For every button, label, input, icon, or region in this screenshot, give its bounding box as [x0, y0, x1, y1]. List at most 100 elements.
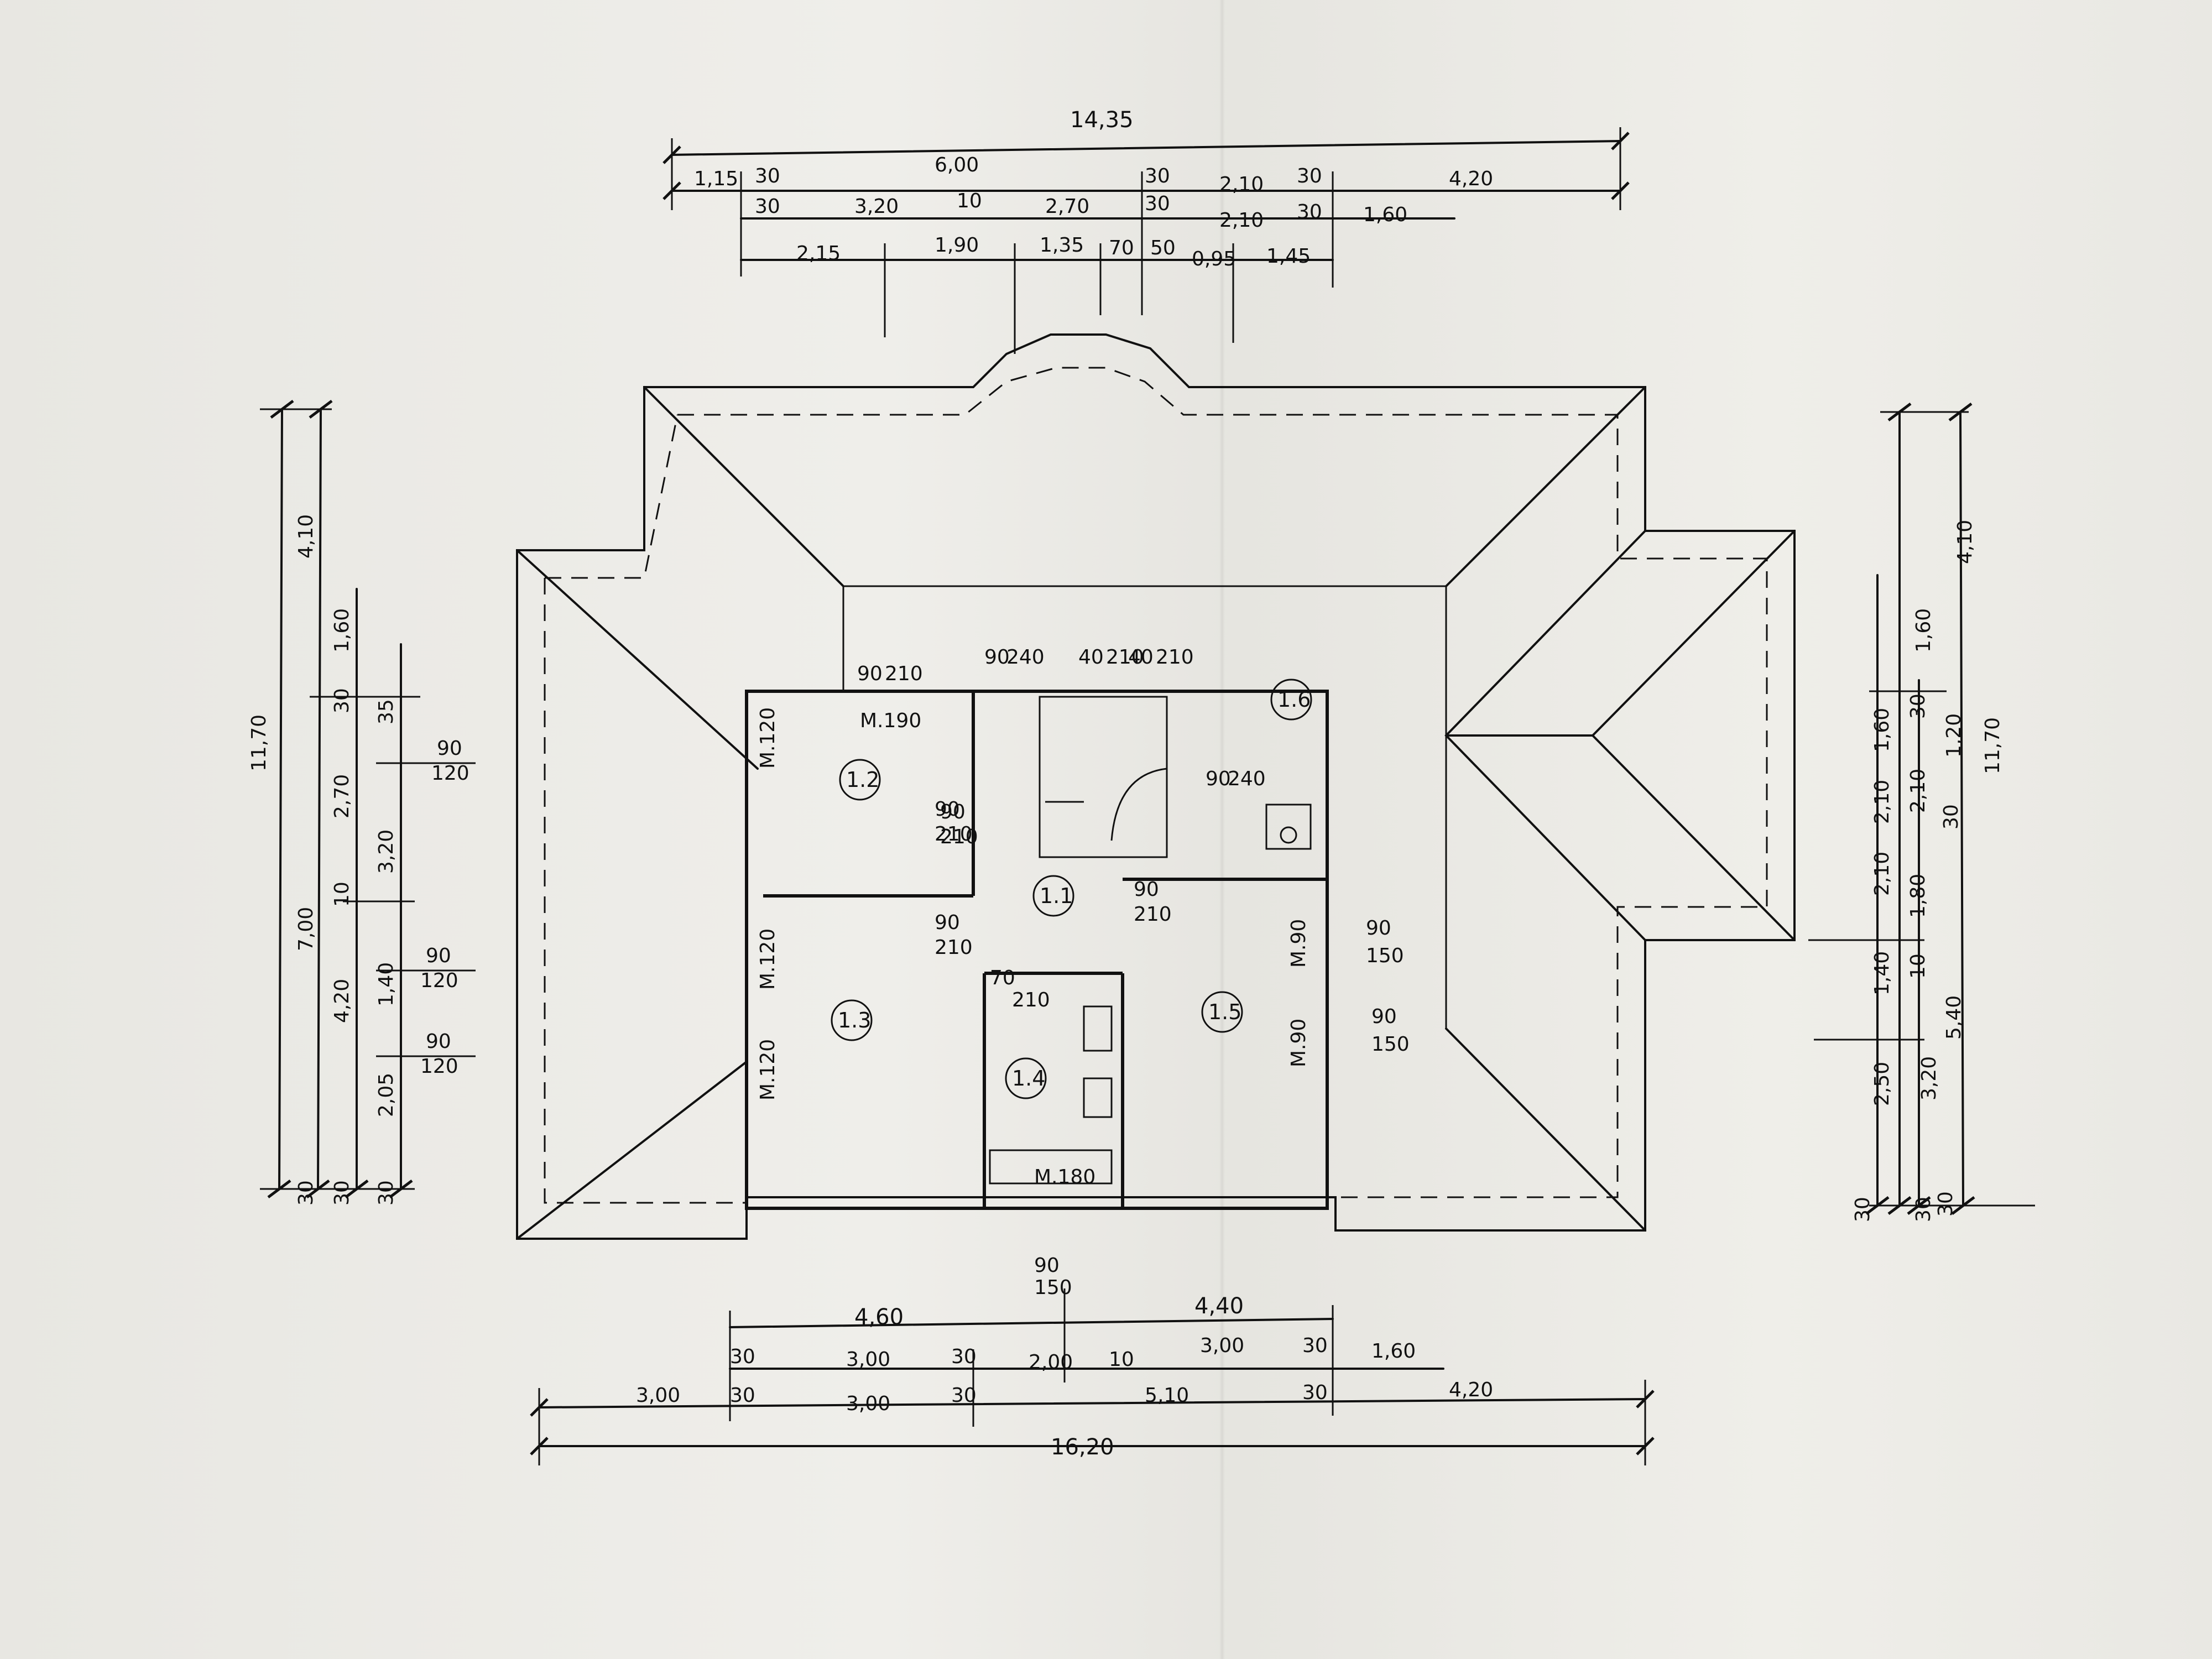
svg-text:35: 35 — [375, 699, 398, 724]
room-1-6: 1.6 — [1270, 679, 1312, 721]
svg-text:120: 120 — [420, 969, 458, 992]
room-labels: 1.1 1.2 1.3 1.4 1.5 1.6 — [831, 679, 1312, 1099]
svg-text:10: 10 — [957, 190, 982, 212]
svg-text:90: 90 — [984, 646, 1010, 669]
bottom-dimensions: 4,60 4,40 30 3,00 30 2,00 10 3,00 30 1,6… — [530, 1288, 1655, 1465]
svg-text:2,10: 2,10 — [1871, 780, 1893, 824]
svg-text:70: 70 — [1109, 237, 1134, 259]
roof-outline — [516, 333, 1796, 1240]
svg-text:210: 210 — [1106, 646, 1144, 669]
svg-text:90: 90 — [426, 945, 451, 967]
svg-text:210: 210 — [1134, 903, 1172, 926]
svg-text:90: 90 — [935, 798, 960, 821]
svg-text:30: 30 — [755, 165, 780, 187]
svg-text:4,40: 4,40 — [1194, 1293, 1244, 1319]
svg-text:1.5: 1.5 — [1208, 1000, 1241, 1024]
svg-text:30: 30 — [331, 1180, 353, 1206]
room-1-2: 1.2 — [839, 759, 881, 801]
svg-text:3,00: 3,00 — [636, 1384, 680, 1407]
svg-text:70: 70 — [990, 967, 1015, 989]
svg-text:30: 30 — [1145, 192, 1170, 215]
svg-text:2,05: 2,05 — [375, 1073, 398, 1117]
svg-text:90: 90 — [1206, 768, 1231, 790]
svg-text:10: 10 — [1907, 953, 1929, 979]
svg-text:30: 30 — [295, 1180, 317, 1206]
svg-text:4,10: 4,10 — [295, 514, 317, 559]
svg-text:210: 210 — [1012, 989, 1050, 1011]
svg-text:1.1: 1.1 — [1040, 884, 1073, 908]
svg-text:150: 150 — [1366, 945, 1404, 967]
svg-text:90: 90 — [935, 911, 960, 934]
svg-text:90: 90 — [857, 662, 883, 685]
svg-text:30: 30 — [730, 1345, 755, 1368]
svg-text:30: 30 — [1940, 804, 1963, 830]
svg-text:1,40: 1,40 — [375, 962, 398, 1006]
svg-text:30: 30 — [951, 1384, 977, 1407]
svg-text:120: 120 — [431, 762, 469, 785]
svg-text:1,60: 1,60 — [1912, 608, 1935, 653]
svg-text:210: 210 — [1156, 646, 1194, 669]
top-dimensions: 14,35 1,15 30 6,00 30 2,10 30 4,20 30 3,… — [662, 107, 1630, 354]
svg-text:1,35: 1,35 — [1040, 234, 1084, 257]
svg-text:2,00: 2,00 — [1029, 1351, 1073, 1374]
svg-text:3,20: 3,20 — [1918, 1056, 1940, 1100]
right-dimensions: 4,10 1,20 5,40 30 11,70 1,60 30 2,10 30 … — [1808, 403, 2035, 1222]
svg-text:90: 90 — [1034, 1254, 1060, 1277]
svg-text:M.190: M.190 — [860, 709, 921, 732]
svg-text:1,20: 1,20 — [1943, 713, 1965, 758]
svg-text:120: 120 — [420, 1055, 458, 1078]
svg-text:30: 30 — [1145, 165, 1170, 187]
svg-text:1,60: 1,60 — [1871, 708, 1893, 752]
building-walls — [745, 585, 1447, 1210]
svg-text:30: 30 — [1912, 1197, 1935, 1222]
room-1-4: 1.4 — [1005, 1057, 1047, 1099]
svg-text:3,00: 3,00 — [1200, 1334, 1244, 1357]
svg-text:3,20: 3,20 — [854, 195, 899, 218]
svg-text:1.6: 1.6 — [1277, 687, 1311, 712]
svg-text:2,10: 2,10 — [1871, 852, 1893, 896]
svg-text:2,70: 2,70 — [331, 774, 353, 818]
svg-text:10: 10 — [1109, 1348, 1134, 1371]
svg-text:210: 210 — [940, 826, 978, 848]
svg-text:1.4: 1.4 — [1012, 1066, 1045, 1091]
room-1-3: 1.3 — [831, 999, 873, 1041]
svg-text:3,00: 3,00 — [846, 1348, 890, 1371]
svg-text:30: 30 — [1851, 1197, 1874, 1222]
svg-text:M.120: M.120 — [757, 1039, 779, 1100]
svg-text:1,60: 1,60 — [331, 608, 353, 653]
svg-text:1,15: 1,15 — [694, 168, 738, 190]
room-1-5: 1.5 — [1201, 991, 1243, 1033]
svg-text:30: 30 — [755, 195, 780, 218]
svg-text:30: 30 — [1297, 201, 1322, 223]
left-dimensions: 11,70 4,10 7,00 30 1,60 30 2,70 10 4,20 … — [248, 400, 476, 1206]
svg-text:M.120: M.120 — [757, 707, 779, 769]
svg-text:2,10: 2,10 — [1219, 209, 1264, 232]
svg-text:1,60: 1,60 — [1371, 1340, 1416, 1363]
svg-text:4,60: 4,60 — [854, 1305, 904, 1330]
svg-text:1,40: 1,40 — [1871, 951, 1893, 995]
svg-text:10: 10 — [331, 881, 353, 907]
svg-text:30: 30 — [1302, 1381, 1328, 1404]
svg-text:M.90: M.90 — [1287, 919, 1310, 968]
svg-text:30: 30 — [375, 1180, 398, 1206]
svg-text:240: 240 — [1228, 768, 1266, 790]
svg-text:30: 30 — [1297, 165, 1322, 187]
svg-text:M.90: M.90 — [1287, 1019, 1310, 1067]
svg-text:210: 210 — [935, 823, 973, 846]
svg-text:30: 30 — [951, 1345, 977, 1368]
svg-text:1.2: 1.2 — [846, 768, 879, 792]
svg-text:6,00: 6,00 — [935, 154, 979, 176]
svg-text:30: 30 — [1302, 1334, 1328, 1357]
